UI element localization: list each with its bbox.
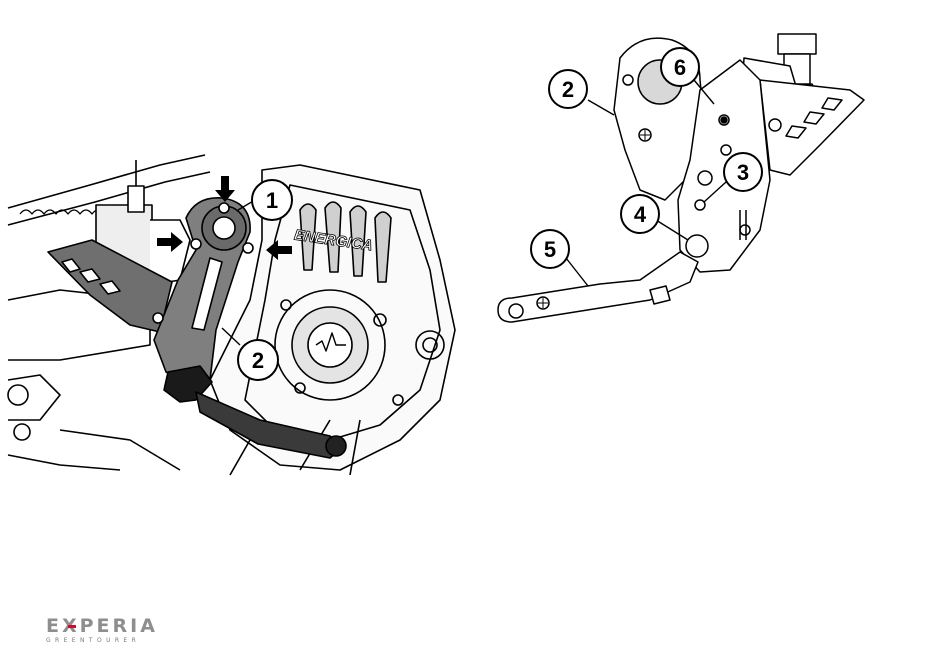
svg-text:2: 2 [562,77,574,102]
callout-right-5: 5 [531,230,588,286]
svg-text:1: 1 [266,188,278,213]
svg-text:5: 5 [544,237,556,262]
logo-wordmark: EXPERIA [46,616,158,637]
svg-text:2: 2 [252,348,264,373]
logo-accent-bar [68,625,76,628]
brand-logo: EXPERIA GREENTOURER [46,616,196,644]
svg-text:3: 3 [737,160,749,185]
svg-text:6: 6 [674,55,686,80]
svg-text:4: 4 [634,202,647,227]
left-illustration: ENERGICA [8,155,455,475]
callout-right-2: 2 [549,70,614,115]
logo-subtitle: GREENTOURER [46,637,140,644]
brake-pedal-arm-5 [498,235,708,322]
